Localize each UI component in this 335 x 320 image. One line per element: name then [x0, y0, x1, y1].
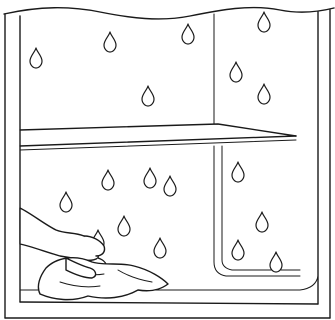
water-drop	[60, 192, 72, 212]
water-drop	[142, 86, 154, 106]
floor-front	[20, 302, 318, 304]
water-drop	[118, 216, 130, 236]
water-drop	[144, 168, 156, 188]
water-drop	[270, 252, 282, 272]
water-drop	[258, 12, 270, 32]
arm	[20, 208, 98, 260]
water-drop	[232, 240, 244, 260]
water-drop	[232, 162, 244, 182]
water-drop	[258, 84, 270, 104]
water-drop	[102, 170, 114, 190]
water-drop	[104, 32, 116, 52]
shelf-top	[20, 124, 296, 136]
water-drop	[182, 24, 194, 44]
water-drop	[164, 176, 176, 196]
water-drop	[230, 62, 242, 82]
water-drop	[30, 48, 42, 68]
hand-with-cloth	[20, 208, 168, 300]
back-wall-edge-lower	[214, 146, 300, 276]
wavy-top-edge	[4, 8, 334, 19]
water-drop	[154, 238, 166, 258]
water-drop	[256, 212, 268, 232]
cloth	[38, 258, 168, 300]
